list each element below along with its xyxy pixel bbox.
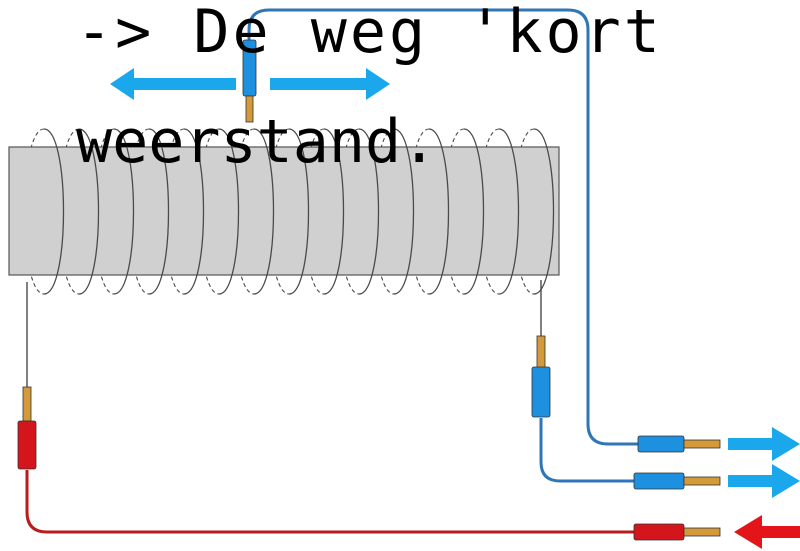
slider-left-arrow [110, 68, 236, 100]
blue-cable-slider [247, 8, 641, 446]
coil-winding-front [183, 128, 205, 295]
blue-cable-coil-end [539, 418, 636, 483]
coil-winding-front [463, 128, 485, 295]
coil-winding-front [288, 128, 310, 295]
coil-front-windings [43, 128, 555, 295]
blue-plug-pin [536, 335, 546, 369]
output-plug-slider[interactable] [637, 435, 721, 453]
output-plug-coil-end[interactable] [633, 472, 721, 490]
current-out-arrow-2 [728, 464, 800, 498]
rheostat-core [8, 146, 560, 276]
coil-winding-front [43, 128, 65, 295]
coil-winding-front [253, 128, 275, 295]
red-plug-body[interactable] [17, 420, 37, 470]
caption-line-2: weerstand. [76, 107, 438, 177]
coil-winding-front [323, 128, 345, 295]
slider-contact[interactable] [242, 39, 257, 123]
coil-end-blue-plug[interactable] [531, 335, 551, 418]
blue-plug-body[interactable] [531, 366, 551, 418]
coil-winding-front [358, 128, 380, 295]
slider-brass-pin [245, 95, 254, 123]
caption-line-1: -> De weg 'kort [76, 0, 663, 67]
coil-winding-front [113, 128, 135, 295]
red-plug-pin [22, 386, 32, 422]
coil-winding-front [428, 128, 450, 295]
coil-start-red-plug[interactable] [17, 386, 37, 470]
coil-winding-front [78, 128, 100, 295]
current-in-arrow [734, 515, 800, 549]
coil-winding-front [498, 128, 520, 295]
slider-right-arrow [270, 68, 390, 100]
coil-winding-front [148, 128, 170, 295]
input-plug-coil-start[interactable] [633, 523, 721, 541]
current-out-arrow-1 [728, 427, 800, 461]
coil-winding-front [533, 128, 555, 295]
red-cable [25, 470, 636, 534]
coil-winding-front [218, 128, 240, 295]
coil-winding-front [393, 128, 415, 295]
